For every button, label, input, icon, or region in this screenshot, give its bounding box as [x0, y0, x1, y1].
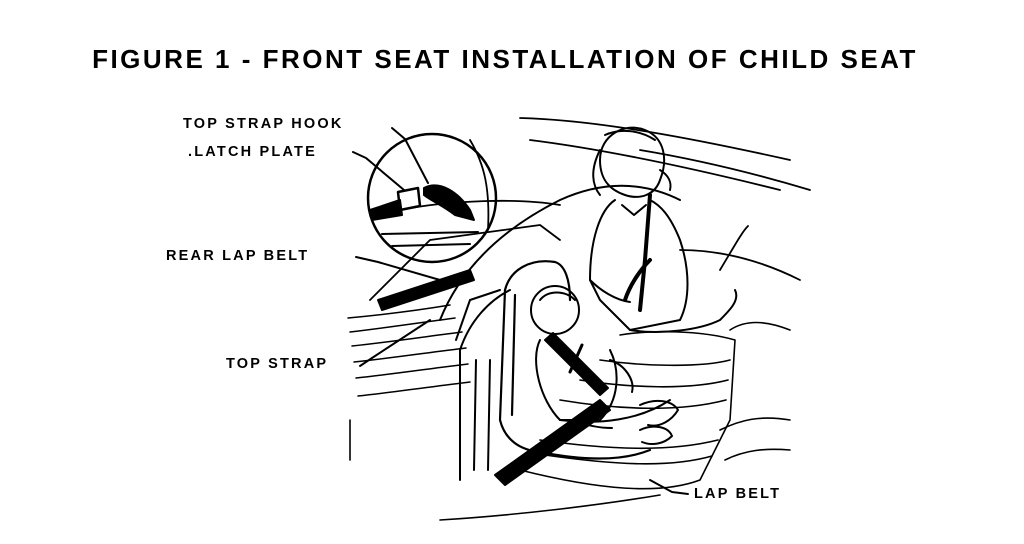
- child-seat-shell-inner: [510, 293, 517, 417]
- woman-head: [599, 126, 666, 198]
- magnifier-ring: [366, 132, 498, 264]
- child-harness: [544, 332, 609, 396]
- front-lap-belt-strap: [494, 399, 611, 486]
- detail-seat-edge-2: [391, 243, 471, 247]
- rib: [353, 347, 467, 363]
- seat-back-edge: [455, 289, 501, 341]
- woman-arm: [589, 279, 631, 303]
- leader-top-strap-hook: [391, 127, 429, 184]
- child-hair: [539, 291, 576, 301]
- seat-back-rib: [473, 359, 477, 471]
- rib: [355, 363, 469, 379]
- woman-collar: [621, 204, 647, 216]
- cushion-rib: [559, 399, 727, 410]
- detail-seat-edge: [381, 231, 479, 235]
- label-rear-lap-belt: REAR LAP BELT: [166, 248, 310, 264]
- child-seat-base: [538, 448, 652, 460]
- door-handle: [719, 225, 749, 271]
- detail-belt-upper: [369, 199, 403, 221]
- rear-seat-top: [399, 199, 561, 211]
- child-harness-2: [568, 343, 584, 374]
- label-top-strap-hook: TOP STRAP HOOK: [183, 116, 344, 132]
- woman-figure: [589, 126, 738, 333]
- rear-window-pillar: [469, 139, 490, 231]
- child-foot-2: [639, 425, 673, 445]
- rib: [347, 304, 451, 319]
- cushion-end: [729, 321, 791, 331]
- label-lap-belt: LAP BELT: [694, 486, 782, 502]
- floor-line: [439, 494, 661, 521]
- roof-line-2: [529, 139, 781, 191]
- label-top-strap: TOP STRAP: [226, 356, 329, 372]
- label-latch-plate: .LATCH PLATE: [188, 144, 317, 160]
- woman-hair-side: [592, 149, 601, 196]
- seat-back-top: [439, 184, 681, 321]
- car-interior: [369, 117, 811, 301]
- woman-ear: [659, 169, 672, 191]
- seat-back-rib: [487, 359, 491, 471]
- rib: [349, 317, 456, 333]
- floor-line: [719, 417, 791, 431]
- floor-line: [724, 448, 791, 461]
- rib: [357, 381, 471, 397]
- rear-seat-ribs: [347, 304, 471, 397]
- leader-latch-plate: [352, 151, 405, 191]
- woman-hair-top: [604, 129, 656, 141]
- leader-lap-belt: [649, 479, 689, 495]
- rear-seat-back: [369, 224, 561, 301]
- front-seat-back: [439, 184, 681, 481]
- woman-torso: [589, 199, 689, 331]
- window-edge: [639, 149, 811, 191]
- leader-lines: [352, 127, 689, 495]
- rib: [351, 331, 463, 347]
- woman-lap: [629, 289, 738, 333]
- rear-lap-belt-strap: [377, 269, 475, 311]
- child-seat-headrest: [503, 260, 572, 302]
- door-panel: [679, 249, 801, 281]
- child-arm: [609, 359, 634, 393]
- floor-lines: [349, 417, 791, 521]
- cushion-rib: [544, 454, 713, 465]
- seat-back-side: [459, 289, 511, 481]
- woman-shoulder-belt: [638, 193, 652, 312]
- leader-rear-lap-belt: [355, 256, 441, 281]
- leader-top-strap: [359, 319, 431, 367]
- child-seat-shell-side: [498, 288, 542, 454]
- woman-lap-belt: [623, 258, 652, 302]
- figure-title: FIGURE 1 - FRONT SEAT INSTALLATION OF CH…: [92, 44, 918, 74]
- child-foot: [639, 399, 679, 427]
